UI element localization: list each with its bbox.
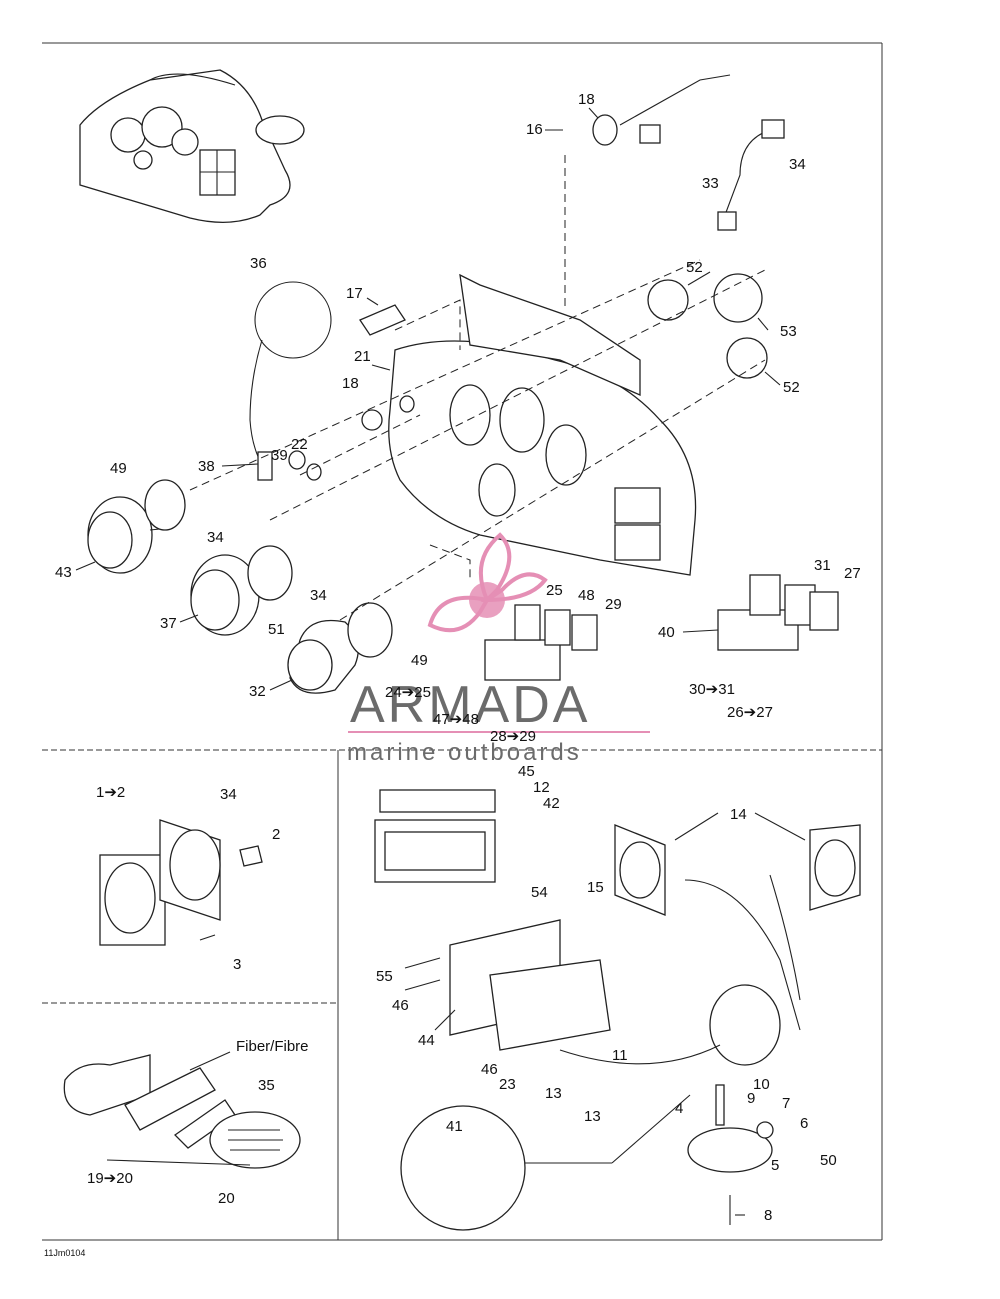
label-13b: 13 xyxy=(584,1108,601,1125)
label-22: 22 xyxy=(291,436,308,453)
label-41: 41 xyxy=(446,1118,463,1135)
label-fiber-fibre: Fiber/Fibre xyxy=(236,1038,309,1055)
label-32: 32 xyxy=(249,683,266,700)
label-42: 42 xyxy=(543,795,560,812)
label-15: 15 xyxy=(587,879,604,896)
label-10: 10 xyxy=(753,1076,770,1093)
label-16: 16 xyxy=(526,121,543,138)
label-24-25: 24➔25 xyxy=(385,684,431,701)
stereo-assembly-42-55 xyxy=(374,789,611,1051)
label-36: 36 xyxy=(250,255,267,272)
label-7: 7 xyxy=(782,1095,790,1112)
watermark-title: ARMADA xyxy=(350,676,590,734)
detail-circle-41 xyxy=(400,1094,691,1231)
label-8: 8 xyxy=(764,1207,772,1224)
label-39: 39 xyxy=(271,447,288,464)
watermark: ARMADA marine outboards xyxy=(347,532,650,766)
harness-33 xyxy=(717,119,785,231)
label-43: 43 xyxy=(55,564,72,581)
label-34d: 34 xyxy=(220,786,237,803)
label-21: 21 xyxy=(354,348,371,365)
label-leaders xyxy=(75,107,806,1216)
label-25: 25 xyxy=(546,582,563,599)
label-20: 20 xyxy=(218,1190,235,1207)
label-46a: 46 xyxy=(392,997,409,1014)
speakers-14 xyxy=(614,824,861,1031)
label-6: 6 xyxy=(800,1115,808,1132)
label-30-31: 30➔31 xyxy=(689,681,735,698)
antenna-base-4-10 xyxy=(559,984,781,1225)
gauge-bezel-1-3 xyxy=(99,819,263,946)
label-49a: 49 xyxy=(110,460,127,477)
label-9: 9 xyxy=(747,1090,755,1107)
gauge-37 xyxy=(190,554,278,636)
label-18b: 18 xyxy=(342,375,359,392)
label-26-27: 26➔27 xyxy=(727,704,773,721)
label-40: 40 xyxy=(658,624,675,641)
label-47-48: 47➔48 xyxy=(433,711,479,728)
label-33: 33 xyxy=(702,175,719,192)
gauge-gaskets xyxy=(144,479,393,658)
dashboard-overview-illustration xyxy=(79,69,305,223)
watermark-subtitle: marine outboards xyxy=(347,739,582,766)
label-11: 11 xyxy=(612,1047,628,1064)
label-35: 35 xyxy=(258,1077,275,1094)
label-52b: 52 xyxy=(783,379,800,396)
label-52a: 52 xyxy=(686,259,703,276)
gauge-32 xyxy=(287,619,359,694)
label-12: 12 xyxy=(533,779,550,796)
label-13a: 13 xyxy=(545,1085,562,1102)
label-53: 53 xyxy=(780,323,797,340)
label-54: 54 xyxy=(531,884,548,901)
label-18a: 18 xyxy=(578,91,595,108)
diagram-code: 11Jm0104 xyxy=(44,1248,86,1258)
label-48: 48 xyxy=(578,587,595,604)
label-34c: 34 xyxy=(310,587,327,604)
label-17: 17 xyxy=(346,285,363,302)
label-23: 23 xyxy=(499,1076,516,1093)
label-2: 2 xyxy=(272,826,280,843)
label-49b: 49 xyxy=(411,652,428,669)
vent-assembly-19-35 xyxy=(63,1054,301,1169)
label-34a: 34 xyxy=(789,156,806,173)
label-1-2: 1➔2 xyxy=(96,784,125,801)
label-3: 3 xyxy=(233,956,241,973)
connector-17-18 xyxy=(359,74,731,431)
label-27: 27 xyxy=(844,565,861,582)
antenna-wire-36-38 xyxy=(249,281,332,481)
label-50: 50 xyxy=(820,1152,837,1169)
part-labels: 1➔2 2 3 4 5 6 7 8 9 10 11 12 13 13 14 15… xyxy=(55,91,861,1224)
leader-lines-upper xyxy=(189,155,766,621)
label-5: 5 xyxy=(771,1157,779,1174)
section-frames xyxy=(42,42,883,1241)
label-55: 55 xyxy=(376,968,393,985)
dash-panel-21 xyxy=(388,273,697,576)
label-45: 45 xyxy=(518,763,535,780)
label-46b: 46 xyxy=(481,1061,498,1078)
label-19-20: 19➔20 xyxy=(87,1170,133,1187)
label-31: 31 xyxy=(814,557,831,574)
label-14: 14 xyxy=(730,806,747,823)
label-37: 37 xyxy=(160,615,177,632)
gauge-43 xyxy=(87,496,171,574)
label-44: 44 xyxy=(418,1032,435,1049)
label-28-29: 28➔29 xyxy=(490,728,536,745)
label-29: 29 xyxy=(605,596,622,613)
label-38: 38 xyxy=(198,458,215,475)
retaining-rings-52-53 xyxy=(647,273,768,379)
label-34b: 34 xyxy=(207,529,224,546)
label-51: 51 xyxy=(268,621,285,638)
label-4: 4 xyxy=(675,1100,683,1117)
